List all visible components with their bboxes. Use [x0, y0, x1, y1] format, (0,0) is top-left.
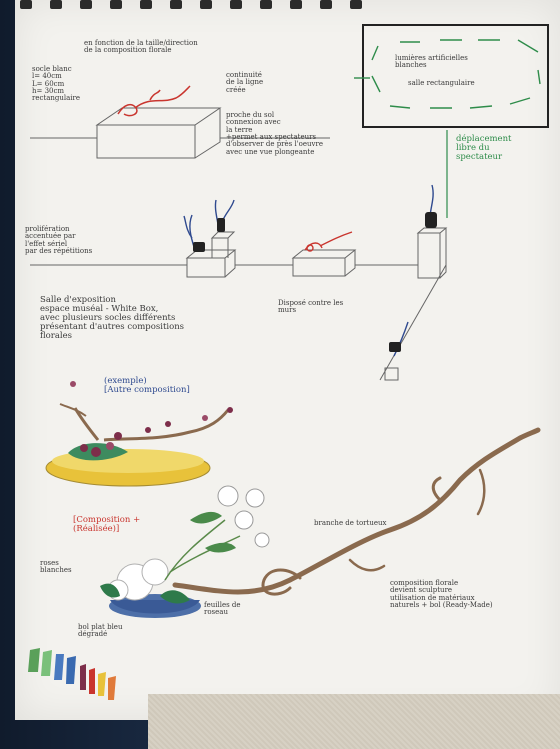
color-swatches [28, 648, 116, 700]
main-composition [100, 486, 269, 618]
proliferation-note: prolifération accentuée par l'effet séri… [25, 226, 92, 255]
green-arrows [354, 40, 540, 108]
movement-note: déplacement libre du spectateur [456, 135, 511, 162]
realised-composition-label: [Composition + (Réalisée)] [73, 516, 140, 534]
exhibition-room-note: Salle d'exposition espace muséal - White… [40, 296, 184, 341]
placed-against-walls-note: Disposé contre les murs [278, 300, 343, 315]
branch-label: branche de tortueux [314, 520, 386, 527]
ikebana-middle [184, 185, 433, 356]
red-sketch-top [118, 86, 190, 116]
tortuous-branch [175, 430, 538, 594]
lights-note: lumières artificielles blanches [395, 55, 468, 70]
vases-middle [193, 212, 437, 352]
socle-note: socle blanc l= 40cm L= 60cm h= 30cm rect… [32, 66, 80, 103]
other-composition-label: (exemple) [Autre composition] [104, 377, 190, 395]
example-composition [46, 381, 233, 486]
white-roses-label: roses blanches [40, 560, 72, 575]
floral-sculpture-note: composition florale devient sculpture ut… [390, 580, 493, 609]
room-shape-note: salle rectangulaire [408, 80, 475, 87]
bowl-label: bol plat bleu dégradé [78, 624, 122, 639]
continuity-note: continuité de la ligne créée [226, 72, 263, 94]
reed-leaves-label: feuilles de roseau [204, 602, 241, 617]
red-sketch-middle [305, 232, 352, 251]
top-note: en fonction de la taille/direction de la… [84, 40, 198, 55]
near-ground-note: proche du sol connexion avec la terre +p… [226, 112, 323, 156]
